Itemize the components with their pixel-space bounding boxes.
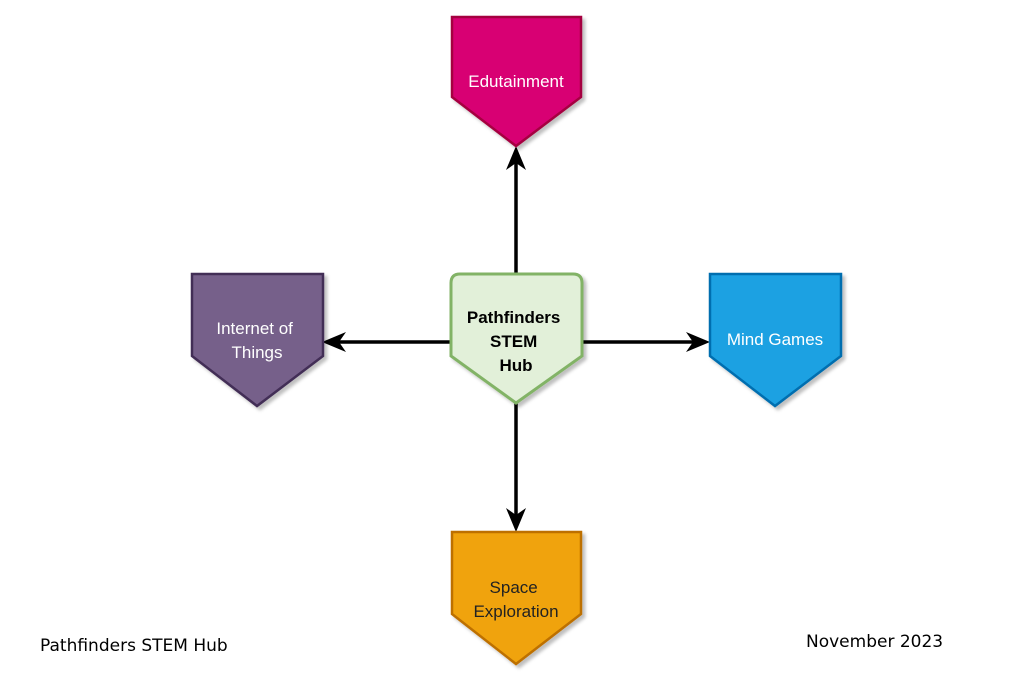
node-edutainment[interactable]: Edutainment [450,15,583,148]
footer-left-label: Pathfinders STEM Hub [40,636,228,656]
node-edutainment-shape [450,15,583,148]
arrowhead-up [506,146,526,170]
node-iot-label: Internet of Things [216,319,297,362]
node-edutainment-label: Edutainment [468,72,564,91]
node-space-label: Space Exploration [473,578,558,621]
arrowhead-right [686,332,710,352]
node-mind-games-label: Mind Games [727,330,823,349]
node-internet-of-things[interactable]: Internet of Things [190,272,325,408]
node-mind-games-shape [708,272,843,408]
node-space-exploration[interactable]: Space Exploration [450,530,583,666]
arrowhead-down [506,508,526,532]
node-iot-shape [190,272,325,408]
node-mind-games[interactable]: Mind Games [708,272,843,408]
node-hub-label: Pathfinders STEM Hub [467,308,565,375]
connectors [322,146,710,532]
node-hub[interactable]: Pathfinders STEM Hub [449,272,584,405]
arrowhead-left [322,332,346,352]
node-space-shape [450,530,583,666]
node-hub-shape [449,272,584,405]
footer-right-date: November 2023 [806,632,944,652]
